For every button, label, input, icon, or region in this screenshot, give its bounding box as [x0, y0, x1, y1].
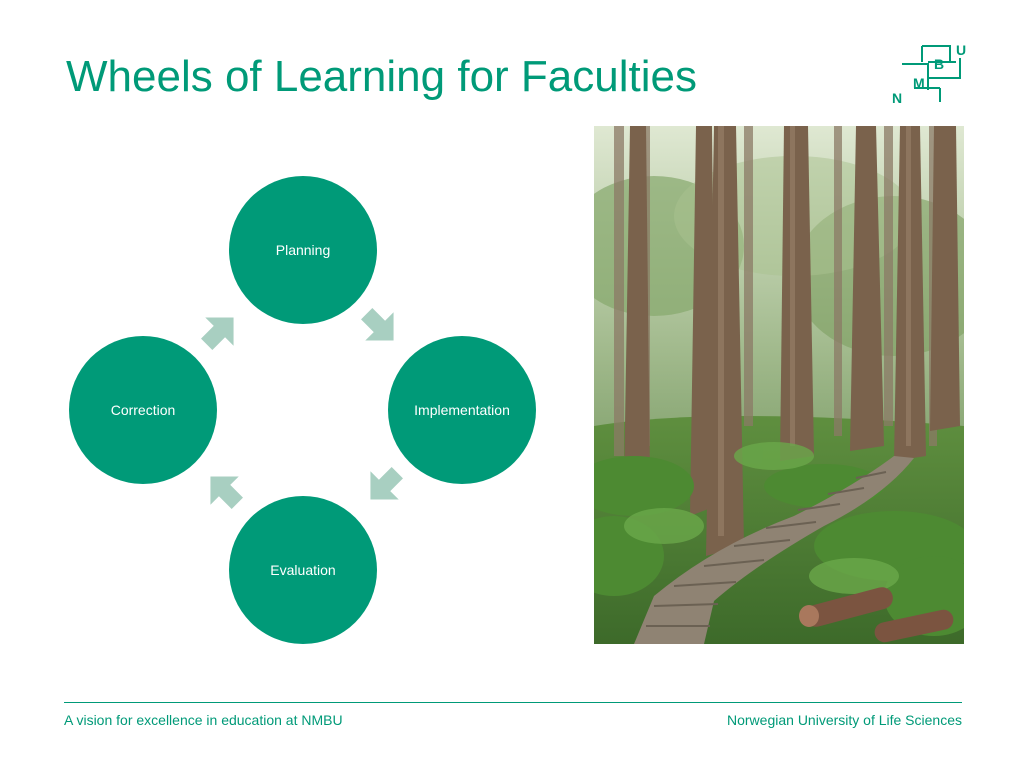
slide-title: Wheels of Learning for Faculties [66, 52, 697, 101]
nmbu-logo-icon [902, 45, 961, 102]
stage-implementation: Implementation [388, 336, 536, 484]
cycle-arrow-icon [352, 299, 408, 355]
cycle-arrow-icon [196, 462, 252, 518]
stage-planning: Planning [229, 176, 377, 324]
logo-letter-m: M [913, 75, 925, 91]
logo-letter-u: U [956, 42, 967, 58]
footer-divider [64, 702, 962, 703]
cycle-arrow-icon [356, 458, 412, 514]
forest-boardwalk-photo [594, 126, 964, 644]
footer-tagline: A vision for excellence in education at … [64, 712, 343, 728]
stage-evaluation: Evaluation [229, 496, 377, 644]
logo-letter-b: B [934, 56, 945, 72]
learning-cycle-diagram: Planning Implementation Evaluation Corre… [60, 170, 550, 650]
footer-university-name: Norwegian University of Life Sciences [727, 712, 962, 728]
nmbu-logo: N M B U [888, 40, 972, 110]
stage-correction: Correction [69, 336, 217, 484]
logo-letter-n: N [892, 90, 903, 106]
cycle-arrow-icon [192, 303, 248, 359]
